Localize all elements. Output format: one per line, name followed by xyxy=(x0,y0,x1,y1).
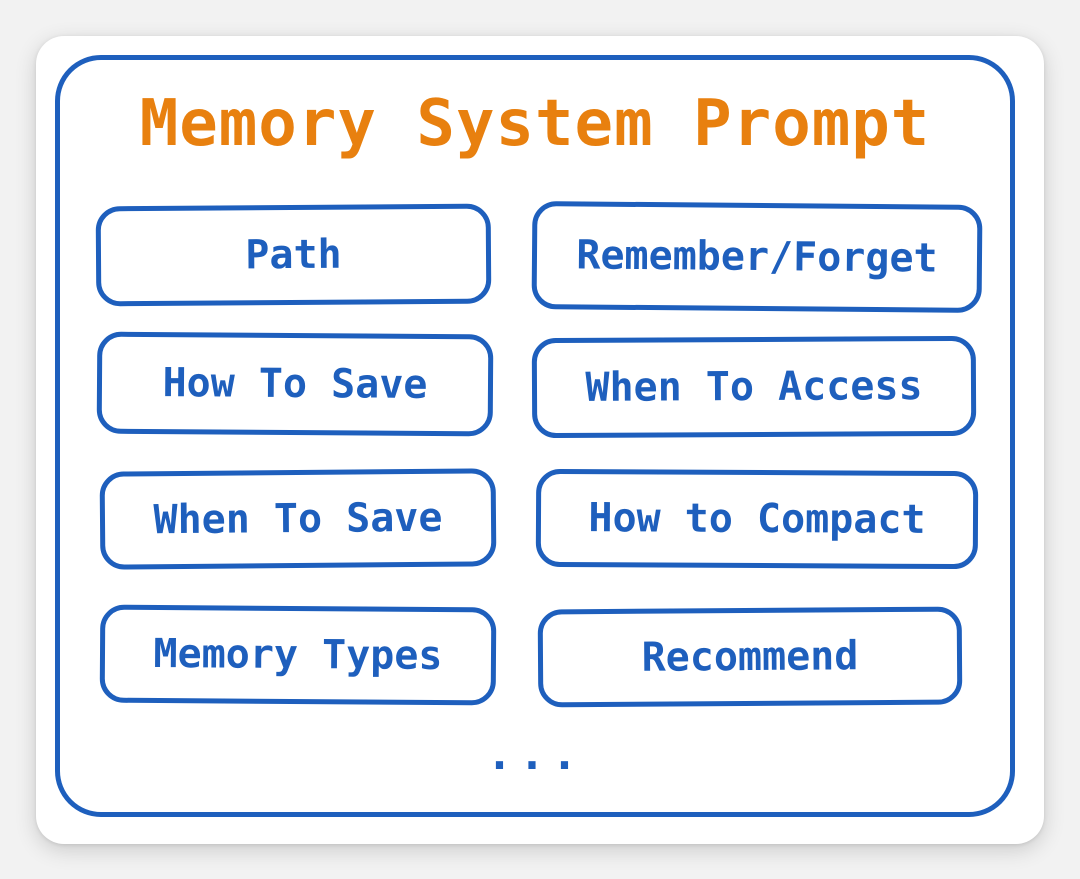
item-path: Path xyxy=(95,203,492,307)
item-how-to-compact: How to Compact xyxy=(535,468,979,570)
item-memory-types: Memory Types xyxy=(99,604,497,706)
item-when-to-save: When To Save xyxy=(99,468,497,570)
item-recommend: Recommend xyxy=(537,606,963,708)
item-how-to-save: How To Save xyxy=(96,331,494,437)
outer-frame xyxy=(55,55,1015,817)
diagram-title: Memory System Prompt xyxy=(139,87,931,161)
more-ellipsis: ... xyxy=(486,729,584,780)
item-when-to-access: When To Access xyxy=(531,335,977,439)
diagram-canvas xyxy=(36,36,1044,844)
item-remember-forget: Remember/Forget xyxy=(531,201,983,313)
